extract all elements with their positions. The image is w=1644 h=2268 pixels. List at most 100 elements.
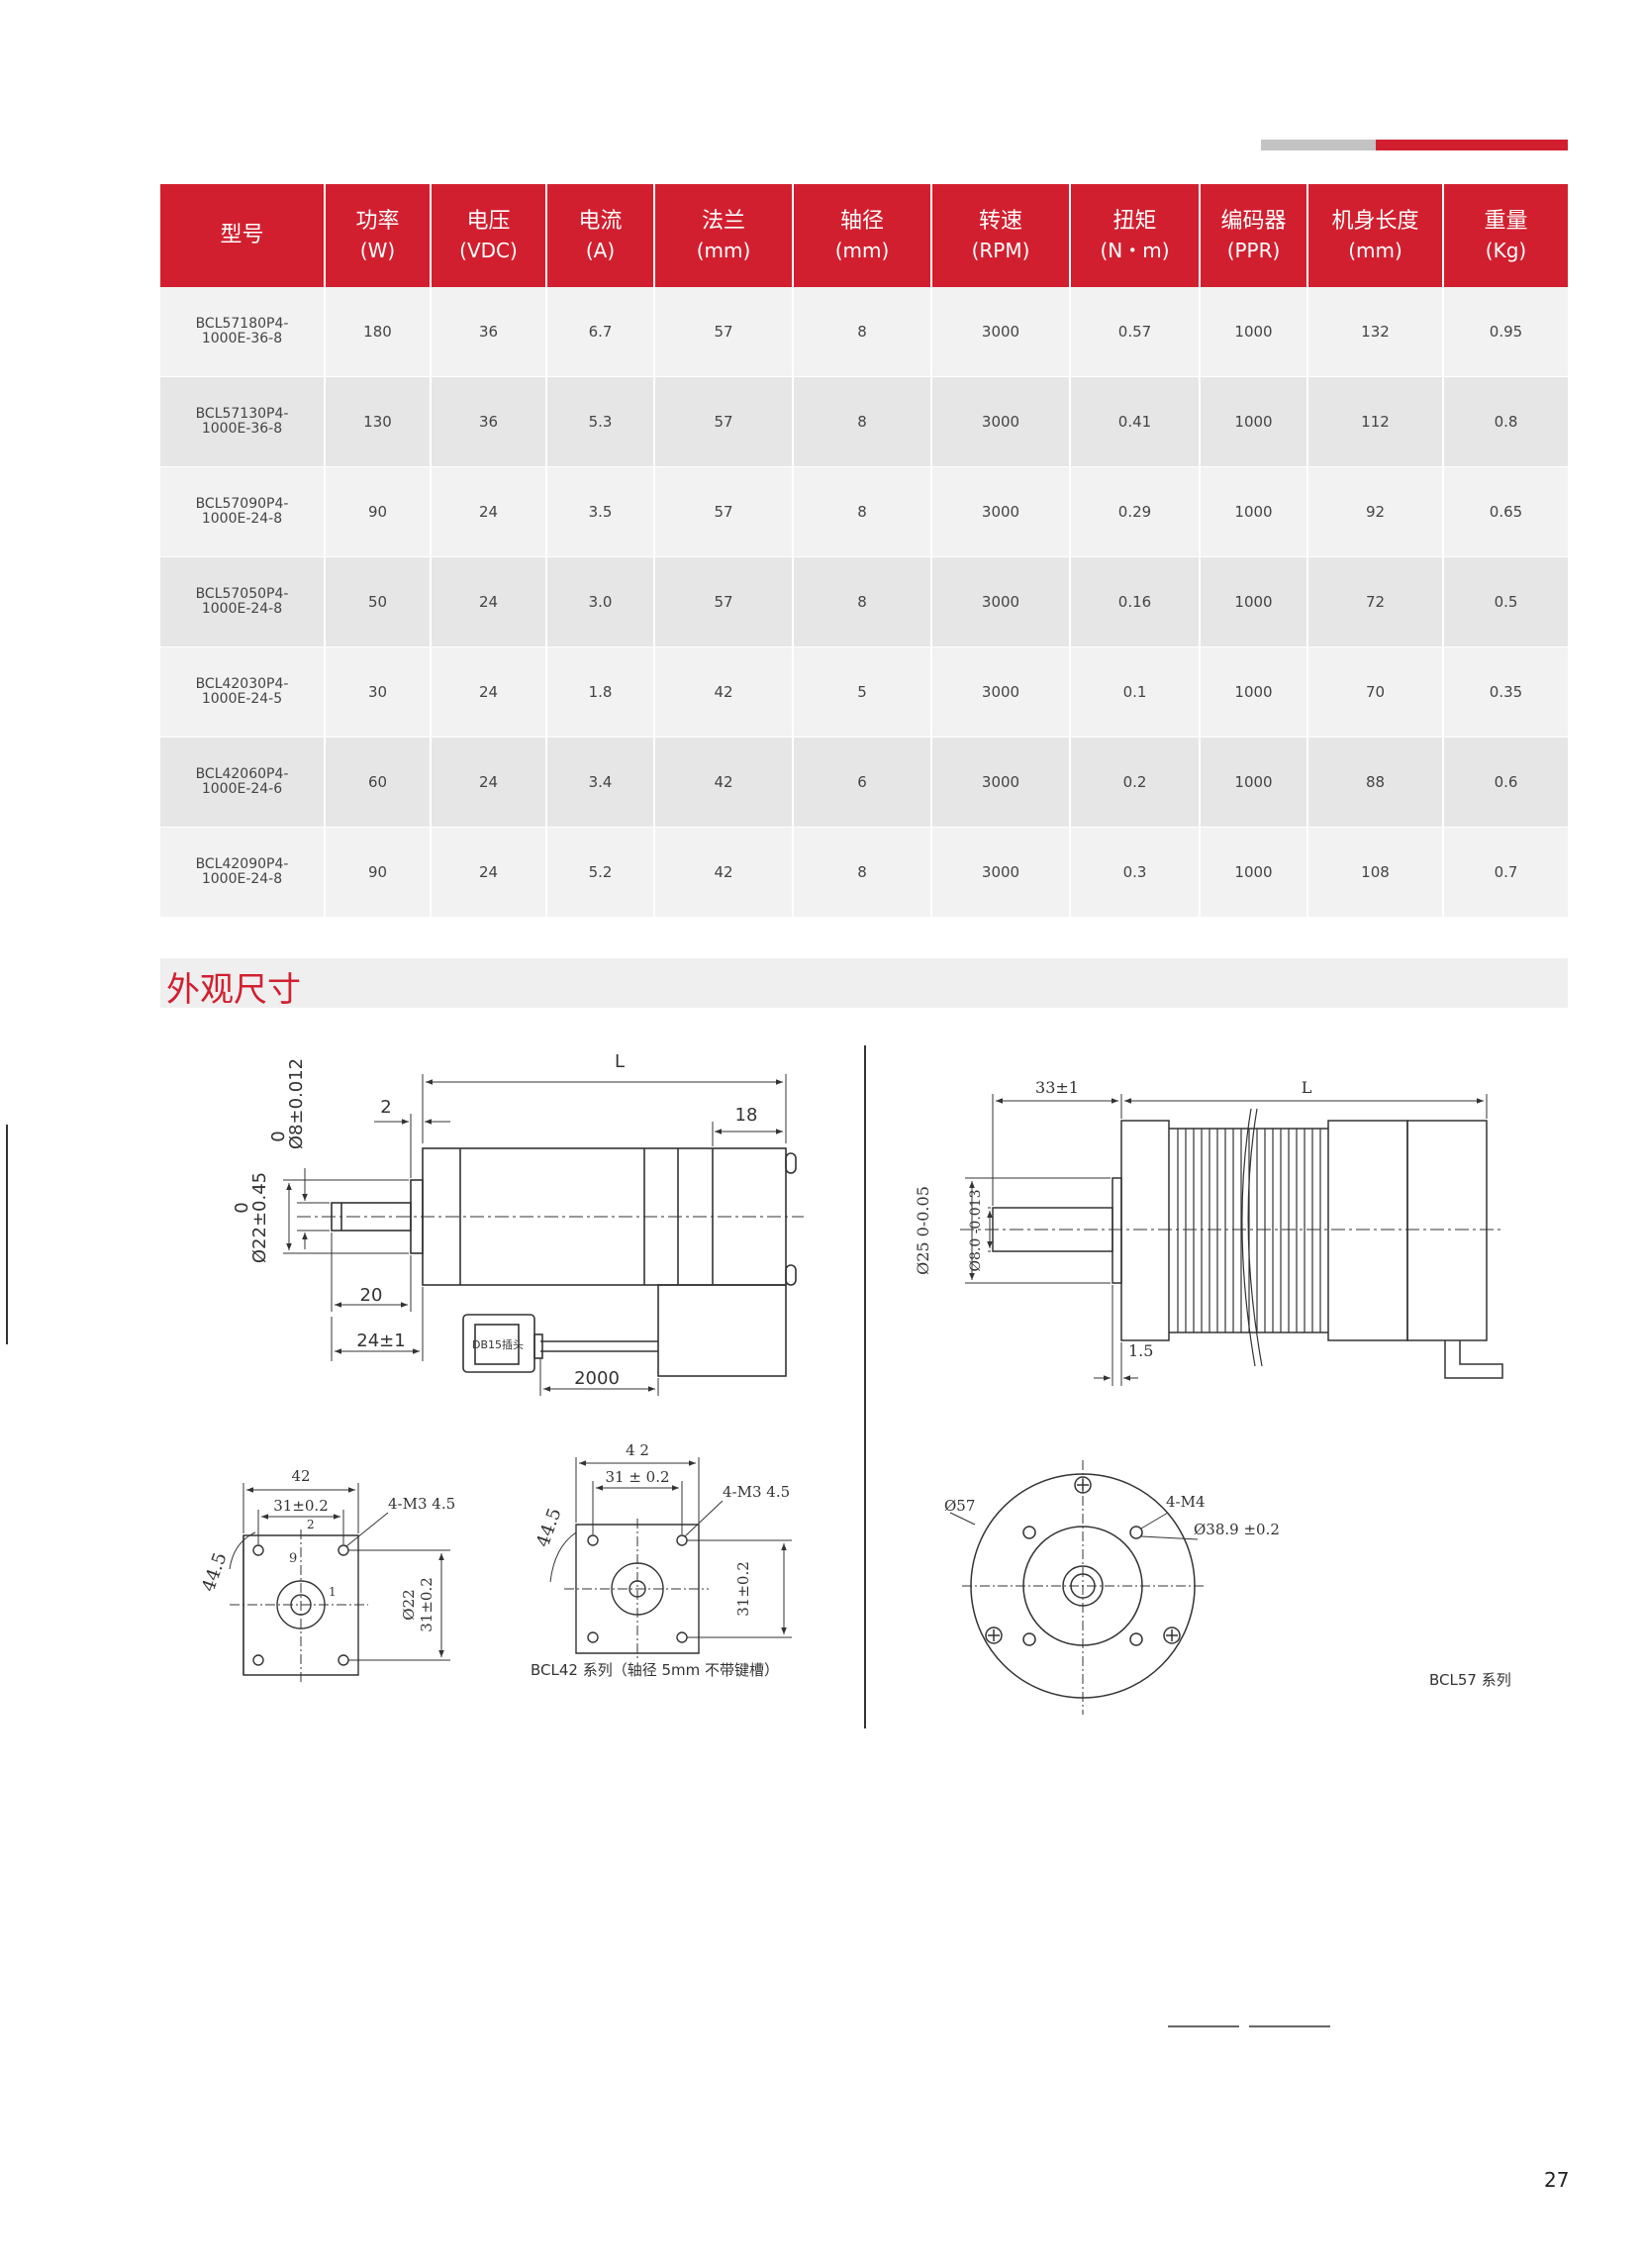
table-row: BCL57090P4-1000E-24-8 90 24 3.5 57 8 300…	[160, 466, 1568, 557]
speed-cell: 3000	[931, 646, 1071, 738]
header-cell: 扭矩(N・m)	[1070, 184, 1201, 287]
spec-table: 型号 功率(W) 电压(VDC) 电流(A) 法兰(mm) 轴径(mm) 转速(…	[160, 184, 1568, 918]
v31-label: 31±0.2	[418, 1577, 435, 1632]
bcl57-front-view	[949, 1460, 1204, 1715]
encoder-cell: 1000	[1200, 737, 1308, 828]
w31-label: 31±0.2	[273, 1497, 329, 1515]
phi57-label: Ø57	[944, 1497, 975, 1515]
current-cell: 5.2	[546, 827, 655, 918]
diag-label: 44.5	[198, 1550, 231, 1595]
length-cell: 112	[1307, 376, 1444, 467]
boss-diameter-label: Ø22±0.45	[249, 1172, 270, 1263]
current-cell: 1.8	[546, 646, 655, 738]
table-row: BCL42090P4-1000E-24-8 90 24 5.2 42 8 300…	[160, 827, 1568, 918]
table-row: BCL57050P4-1000E-24-8 50 24 3.0 57 8 300…	[160, 556, 1568, 647]
shaft-diameter-label: Ø8±0.012	[286, 1058, 307, 1149]
power-cell: 130	[325, 376, 432, 467]
encoder-cell: 1000	[1200, 376, 1308, 467]
weight-cell: 0.6	[1443, 737, 1568, 828]
voltage-cell: 24	[431, 737, 547, 828]
v22-label: Ø22	[400, 1589, 418, 1620]
speed-cell: 3000	[931, 827, 1071, 918]
weight-cell: 0.35	[1443, 646, 1568, 738]
bcl57-side-view	[960, 1094, 1504, 1386]
weight-cell: 0.65	[1443, 466, 1568, 557]
header-cell: 编码器(PPR)	[1200, 184, 1308, 287]
shaft-cell: 8	[793, 827, 932, 918]
model-cell: BCL57180P4-1000E-36-8	[160, 287, 326, 377]
voltage-cell: 24	[431, 827, 547, 918]
bcl42-front-view-keyed	[229, 1483, 450, 1683]
spec-table-header: 型号 功率(W) 电压(VDC) 电流(A) 法兰(mm) 轴径(mm) 转速(…	[160, 184, 1568, 287]
diag-label: 44.5	[532, 1506, 565, 1550]
model-cell: BCL57050P4-1000E-24-8	[160, 556, 326, 647]
bcl57-caption: BCL57 系列	[1429, 1671, 1511, 1689]
shaft-cell: 6	[793, 737, 932, 828]
bcl42-front-round-labels: 4 2 31 ± 0.2 4-M3 4.5 44.5 31±0.2 BCL42 …	[531, 1441, 790, 1679]
length-cell: 92	[1307, 466, 1444, 557]
header-cell: 功率(W)	[325, 184, 432, 287]
torque-cell: 0.1	[1070, 646, 1201, 738]
v31-label: 31±0.2	[734, 1561, 752, 1617]
dim-24-label: 24±1	[356, 1331, 405, 1351]
power-cell: 30	[325, 646, 432, 738]
flange-cell: 57	[654, 287, 794, 377]
encoder-cell: 1000	[1200, 827, 1308, 918]
dim-20-label: 20	[360, 1285, 383, 1306]
bcl42-caption: BCL42 系列（轴径 5mm 不带键槽）	[531, 1661, 779, 1679]
power-cell: 60	[325, 737, 432, 828]
shaft-cell: 8	[793, 556, 932, 647]
weight-cell: 0.8	[1443, 376, 1568, 467]
table-row: BCL42060P4-1000E-24-6 60 24 3.4 42 6 300…	[160, 737, 1568, 828]
speed-cell: 3000	[931, 376, 1071, 467]
torque-cell: 0.57	[1070, 287, 1201, 377]
header-cell: 电流(A)	[546, 184, 655, 287]
phi389-label: Ø38.9 ±0.2	[1194, 1521, 1280, 1538]
length-cell: 108	[1307, 827, 1444, 918]
table-row: BCL57130P4-1000E-36-8 130 36 5.3 57 8 30…	[160, 376, 1568, 467]
header-cell: 型号	[160, 184, 326, 287]
table-row: BCL42030P4-1000E-24-5 30 24 1.8 42 5 300…	[160, 646, 1568, 738]
torque-cell: 0.2	[1070, 737, 1201, 828]
d2-label: 2	[307, 1518, 315, 1531]
dim-2-label: 2	[380, 1097, 391, 1118]
holes-label: 4-M4	[1166, 1493, 1206, 1511]
speed-cell: 3000	[931, 737, 1071, 828]
phi8-label: Ø8.0 -0.013	[968, 1189, 984, 1271]
speed-cell: 3000	[931, 287, 1071, 377]
bcl42-front-keyed-labels: 42 31±0.2 4-M3 4.5 44.5 2 9 1 Ø22 31±0.2	[198, 1467, 455, 1632]
length-cell: 72	[1307, 556, 1444, 647]
flange-cell: 42	[654, 737, 794, 828]
header-cell: 法兰(mm)	[654, 184, 794, 287]
boss-tol-top: 0	[232, 1202, 252, 1213]
model-cell: BCL42030P4-1000E-24-5	[160, 646, 326, 738]
weight-cell: 0.7	[1443, 827, 1568, 918]
current-cell: 3.5	[546, 466, 655, 557]
bcl42-side-labels: L 2 18 0 Ø8±0.012 0 Ø22±0.45 20 24±1 200…	[232, 1051, 757, 1389]
speed-cell: 3000	[931, 556, 1071, 647]
current-cell: 3.0	[546, 556, 655, 647]
power-cell: 90	[325, 466, 432, 557]
page-number: 27	[1544, 2168, 1570, 2192]
flange-cell: 57	[654, 376, 794, 467]
connector-label: DB15插头	[472, 1337, 524, 1351]
torque-cell: 0.41	[1070, 376, 1201, 467]
shaft-tol-top: 0	[268, 1131, 289, 1141]
d15-label: 1.5	[1128, 1341, 1153, 1360]
d1-label: 1	[329, 1585, 337, 1599]
encoder-cell: 1000	[1200, 646, 1308, 738]
power-cell: 90	[325, 827, 432, 918]
flange-cell: 42	[654, 646, 794, 738]
encoder-cell: 1000	[1200, 466, 1308, 557]
voltage-cell: 36	[431, 287, 547, 377]
model-cell: BCL57090P4-1000E-24-8	[160, 466, 326, 557]
drawing-divider	[864, 1045, 866, 1728]
torque-cell: 0.16	[1070, 556, 1201, 647]
torque-cell: 0.29	[1070, 466, 1201, 557]
voltage-cell: 24	[431, 466, 547, 557]
voltage-cell: 24	[431, 646, 547, 738]
header-accent-gray	[1261, 140, 1376, 150]
power-cell: 50	[325, 556, 432, 647]
shaft-cell: 8	[793, 466, 932, 557]
